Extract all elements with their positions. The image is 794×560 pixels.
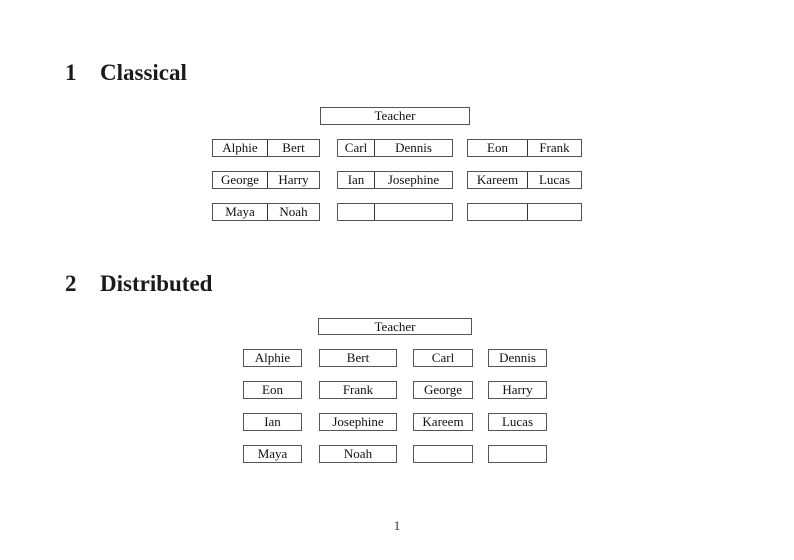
- seat-name: Eon: [262, 382, 283, 397]
- desk: Noah: [319, 445, 397, 463]
- section-number: 1: [65, 60, 77, 85]
- seat-name: Kareem: [422, 414, 464, 429]
- desk: Carl Dennis: [337, 139, 453, 157]
- seat-empty: [375, 204, 452, 220]
- desk: Ian: [243, 413, 302, 431]
- desk: Maya Noah: [212, 203, 320, 221]
- seat-name: Carl: [338, 140, 375, 156]
- desk: Alphie: [243, 349, 302, 367]
- seat-name: George: [213, 172, 268, 188]
- seat-empty: [338, 204, 375, 220]
- desk: Carl: [413, 349, 473, 367]
- seat-name: Alphie: [254, 350, 291, 365]
- seat-name: Alphie: [213, 140, 268, 156]
- desk: Eon: [243, 381, 302, 399]
- desk-empty: [467, 203, 582, 221]
- desk: Frank: [319, 381, 397, 399]
- teacher-label: Teacher: [374, 318, 416, 334]
- seat-name: Josephine: [387, 172, 440, 187]
- desk: Ian Josephine: [337, 171, 453, 189]
- section-title: Distributed: [100, 271, 213, 296]
- desk: Kareem: [413, 413, 473, 431]
- teacher-label: Teacher: [374, 108, 416, 123]
- seat-name: Dennis: [395, 140, 432, 155]
- desk: Kareem Lucas: [467, 171, 582, 189]
- desk: Alphie Bert: [212, 139, 320, 157]
- seat-name: Kareem: [468, 172, 528, 188]
- seat-empty: [528, 204, 581, 220]
- seat-name: Ian: [338, 172, 375, 188]
- teacher-box-classical: Teacher: [320, 107, 470, 125]
- desk: Lucas: [488, 413, 547, 431]
- seat-name: Carl: [431, 350, 455, 365]
- desk-empty: [413, 445, 473, 463]
- desk: George Harry: [212, 171, 320, 189]
- seat-name: Dennis: [499, 350, 536, 365]
- desk: Bert: [319, 349, 397, 367]
- seat-name: Lucas: [501, 414, 534, 429]
- seat-name: Harry: [278, 172, 309, 187]
- section-number: 2: [65, 271, 77, 296]
- seat-name: Noah: [343, 446, 373, 461]
- desk: Harry: [488, 381, 547, 399]
- seat-empty: [468, 204, 528, 220]
- section-title: Classical: [100, 60, 187, 85]
- seat-name: Noah: [279, 204, 308, 219]
- seat-name: Bert: [282, 140, 305, 155]
- seat-name: Maya: [257, 446, 288, 461]
- desk: George: [413, 381, 473, 399]
- desk: Maya: [243, 445, 302, 463]
- teacher-box-distributed: Teacher: [318, 318, 472, 335]
- seat-name: Frank: [539, 140, 570, 155]
- seat-name: Josephine: [332, 414, 384, 429]
- desk-empty: [488, 445, 547, 463]
- desk: Dennis: [488, 349, 547, 367]
- section-heading-distributed: 2 Distributed: [65, 272, 212, 295]
- desk: Eon Frank: [467, 139, 582, 157]
- seat-name: George: [423, 382, 463, 397]
- seat-name: Frank: [342, 382, 374, 397]
- section-heading-classical: 1 Classical: [65, 61, 187, 84]
- seat-name: Eon: [468, 140, 528, 156]
- desk: Josephine: [319, 413, 397, 431]
- seat-name: Ian: [264, 414, 281, 429]
- desk-empty: [337, 203, 453, 221]
- seat-name: Bert: [346, 350, 370, 365]
- seat-name: Harry: [502, 382, 533, 397]
- page-number: 1: [393, 518, 401, 533]
- seat-name: Lucas: [538, 172, 571, 187]
- seat-name: Maya: [213, 204, 268, 220]
